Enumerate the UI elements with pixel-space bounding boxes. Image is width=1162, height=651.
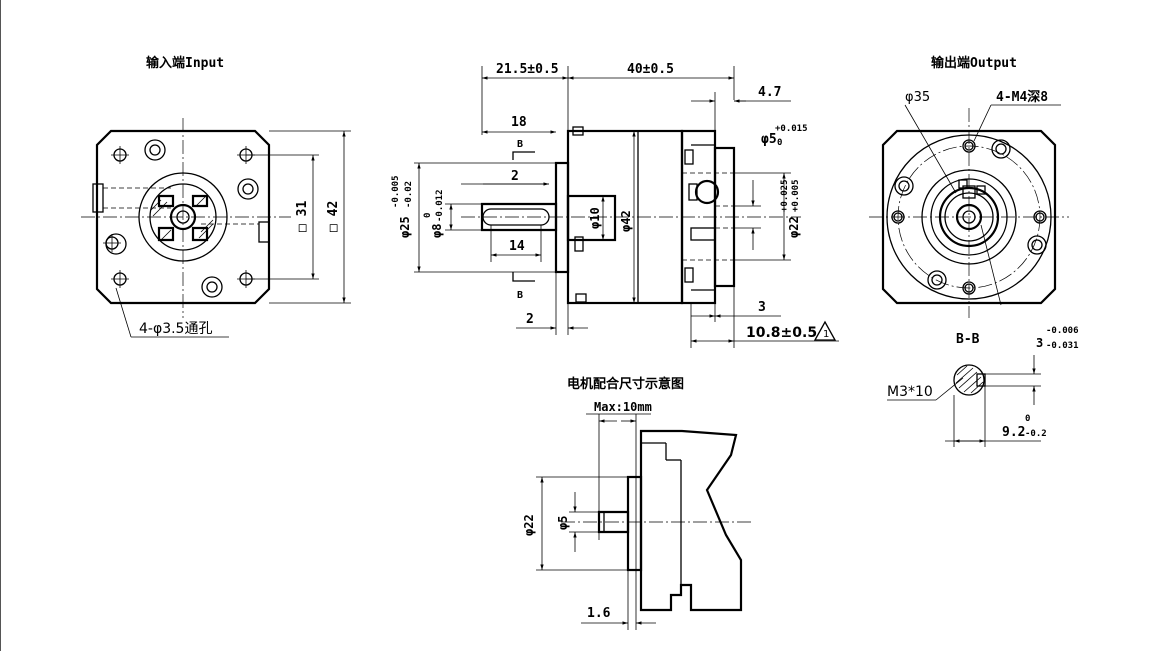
dim-21-5: 21.5±0.5 (496, 62, 559, 77)
dim-phi8-tol-up: 0 (423, 213, 433, 218)
output-view: 输出端Output φ35 4- (869, 55, 1069, 318)
input-mount-holes (103, 146, 255, 288)
dim-phi8-tol-lo: -0.012 (435, 189, 445, 222)
dim-18: 18 (511, 115, 527, 130)
dim-2-top: 2 (511, 169, 519, 184)
dim-phi8: φ8 (430, 224, 444, 238)
motor-fit-title: 电机配合尺寸示意图 (567, 376, 684, 392)
dim-motor-1-6: 1.6 (587, 606, 611, 621)
input-flange-outline (95, 129, 271, 305)
dim-phi25: φ25 (398, 216, 412, 238)
motor-shaft (597, 510, 630, 534)
dim-40: 40±0.5 (627, 62, 674, 77)
side-view: 21.5±0.5 40±0.5 4.7 18 B B 2 (391, 62, 839, 348)
dim-max: Max:10mm (594, 400, 652, 414)
motor-fit-view: 电机配合尺寸示意图 Max:10mm φ22 φ5 1.6 (522, 376, 751, 630)
section-b-top: B (517, 139, 523, 150)
dim-2-bottom: 2 (526, 312, 534, 327)
dim-holes-label: 4-φ3.5通孔 (139, 321, 212, 337)
dim-motor-phi22: φ22 (522, 514, 536, 536)
dim-square-42: □ 42 (326, 201, 341, 232)
input-view: 输入端Input (81, 55, 351, 338)
dim-phi10: φ10 (588, 207, 602, 229)
dim-phi5-tol-up: +0.015 (775, 124, 808, 134)
dim-9-2-tol-lo: -0.2 (1025, 429, 1047, 439)
dim-m3: M3*10 (887, 384, 933, 400)
input-counterbores (105, 139, 259, 298)
dim-phi25-tol-up: -0.005 (391, 175, 401, 208)
output-counterbores (894, 139, 1047, 290)
dim-phi25-tol-lo: -0.02 (404, 181, 414, 208)
dim-3-section: 3 (1036, 336, 1043, 350)
section-bb: B-B 3 -0.006 -0.031 M3*10 9.2 0 -0.2 (887, 326, 1079, 447)
dim-m4: 4-M4深8 (996, 89, 1048, 105)
section-b-bottom: B (517, 290, 523, 301)
dim-9-2-tol-up: 0 (1025, 414, 1030, 424)
warning-mark: 1 (823, 329, 829, 340)
dim-square-31: □ 31 (295, 201, 310, 232)
dim-4-7: 4.7 (758, 85, 781, 100)
section-title: B-B (956, 332, 980, 347)
output-m4-holes (891, 139, 1047, 295)
dim-phi5: φ5 (761, 132, 777, 147)
output-view-title: 输出端Output (931, 55, 1017, 71)
dim-3: 3 (758, 300, 766, 315)
dim-3-tol-lo: -0.031 (1046, 341, 1079, 351)
dim-phi42: φ42 (619, 210, 633, 232)
dim-10-8: 10.8±0.5 (746, 325, 817, 341)
dim-phi22-tol-up: +0.025 (780, 179, 790, 212)
dim-motor-phi5: φ5 (556, 516, 570, 530)
dim-phi22-tol-lo: +0.005 (791, 179, 801, 212)
dim-phi22: φ22 (787, 216, 801, 238)
dim-3-tol-up: -0.006 (1046, 326, 1079, 336)
dim-phi5-tol-lo: 0 (777, 138, 782, 148)
dim-phi35: φ35 (905, 90, 930, 105)
motor-body (639, 429, 743, 612)
input-view-title: 输入端Input (146, 55, 224, 71)
warning-triangle-icon (813, 320, 837, 341)
dim-14: 14 (509, 239, 525, 254)
dim-9-2: 9.2 (1002, 425, 1025, 440)
